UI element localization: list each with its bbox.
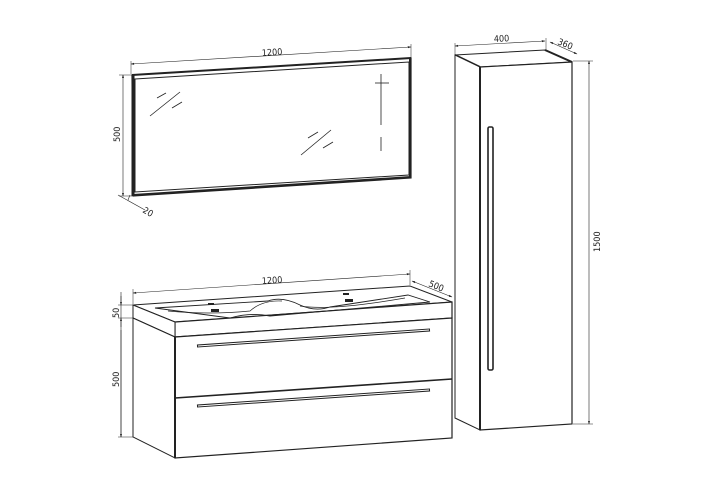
mirror-height-label: 500 xyxy=(113,127,123,142)
tall-cabinet-handle xyxy=(487,126,494,371)
mirror xyxy=(117,44,412,211)
drawer-split xyxy=(174,378,453,399)
faucet-hole-left xyxy=(208,303,214,305)
faucet-hole-right xyxy=(343,293,349,295)
glass-reflection-right xyxy=(300,129,334,156)
vanity-unit xyxy=(118,270,453,459)
vanity-depth-dimension xyxy=(411,280,453,298)
mirror-width-label: 1200 xyxy=(262,48,283,59)
tall-cabinet-depth-label: 360 xyxy=(556,38,574,53)
mirror-light-mark xyxy=(375,74,389,151)
vanity-width-label: 1200 xyxy=(262,276,283,287)
tall-cabinet-depth-dimension xyxy=(549,41,578,55)
vanity-width-dimension xyxy=(132,270,411,304)
glass-reflection-left xyxy=(149,91,183,117)
vanity-depth-label: 500 xyxy=(427,280,445,295)
mirror-depth-dimension xyxy=(117,194,146,211)
tall-cabinet-height-label: 1500 xyxy=(593,231,603,252)
tall-cabinet xyxy=(454,38,593,431)
mirror-depth-label: 20 xyxy=(141,206,155,220)
vanity-basin-height-label: 50 xyxy=(112,308,122,318)
tall-cabinet-height-dimension xyxy=(573,60,593,425)
drawer-handle-top xyxy=(196,328,431,348)
vanity-cabinet-height-label: 500 xyxy=(112,372,122,387)
tall-cabinet-width-label: 400 xyxy=(494,34,510,45)
mirror-width-dimension xyxy=(130,44,412,74)
drawer-handle-bottom xyxy=(196,388,431,408)
tall-cabinet-width-dimension xyxy=(454,38,547,55)
vanity-height-dimension xyxy=(118,292,133,438)
